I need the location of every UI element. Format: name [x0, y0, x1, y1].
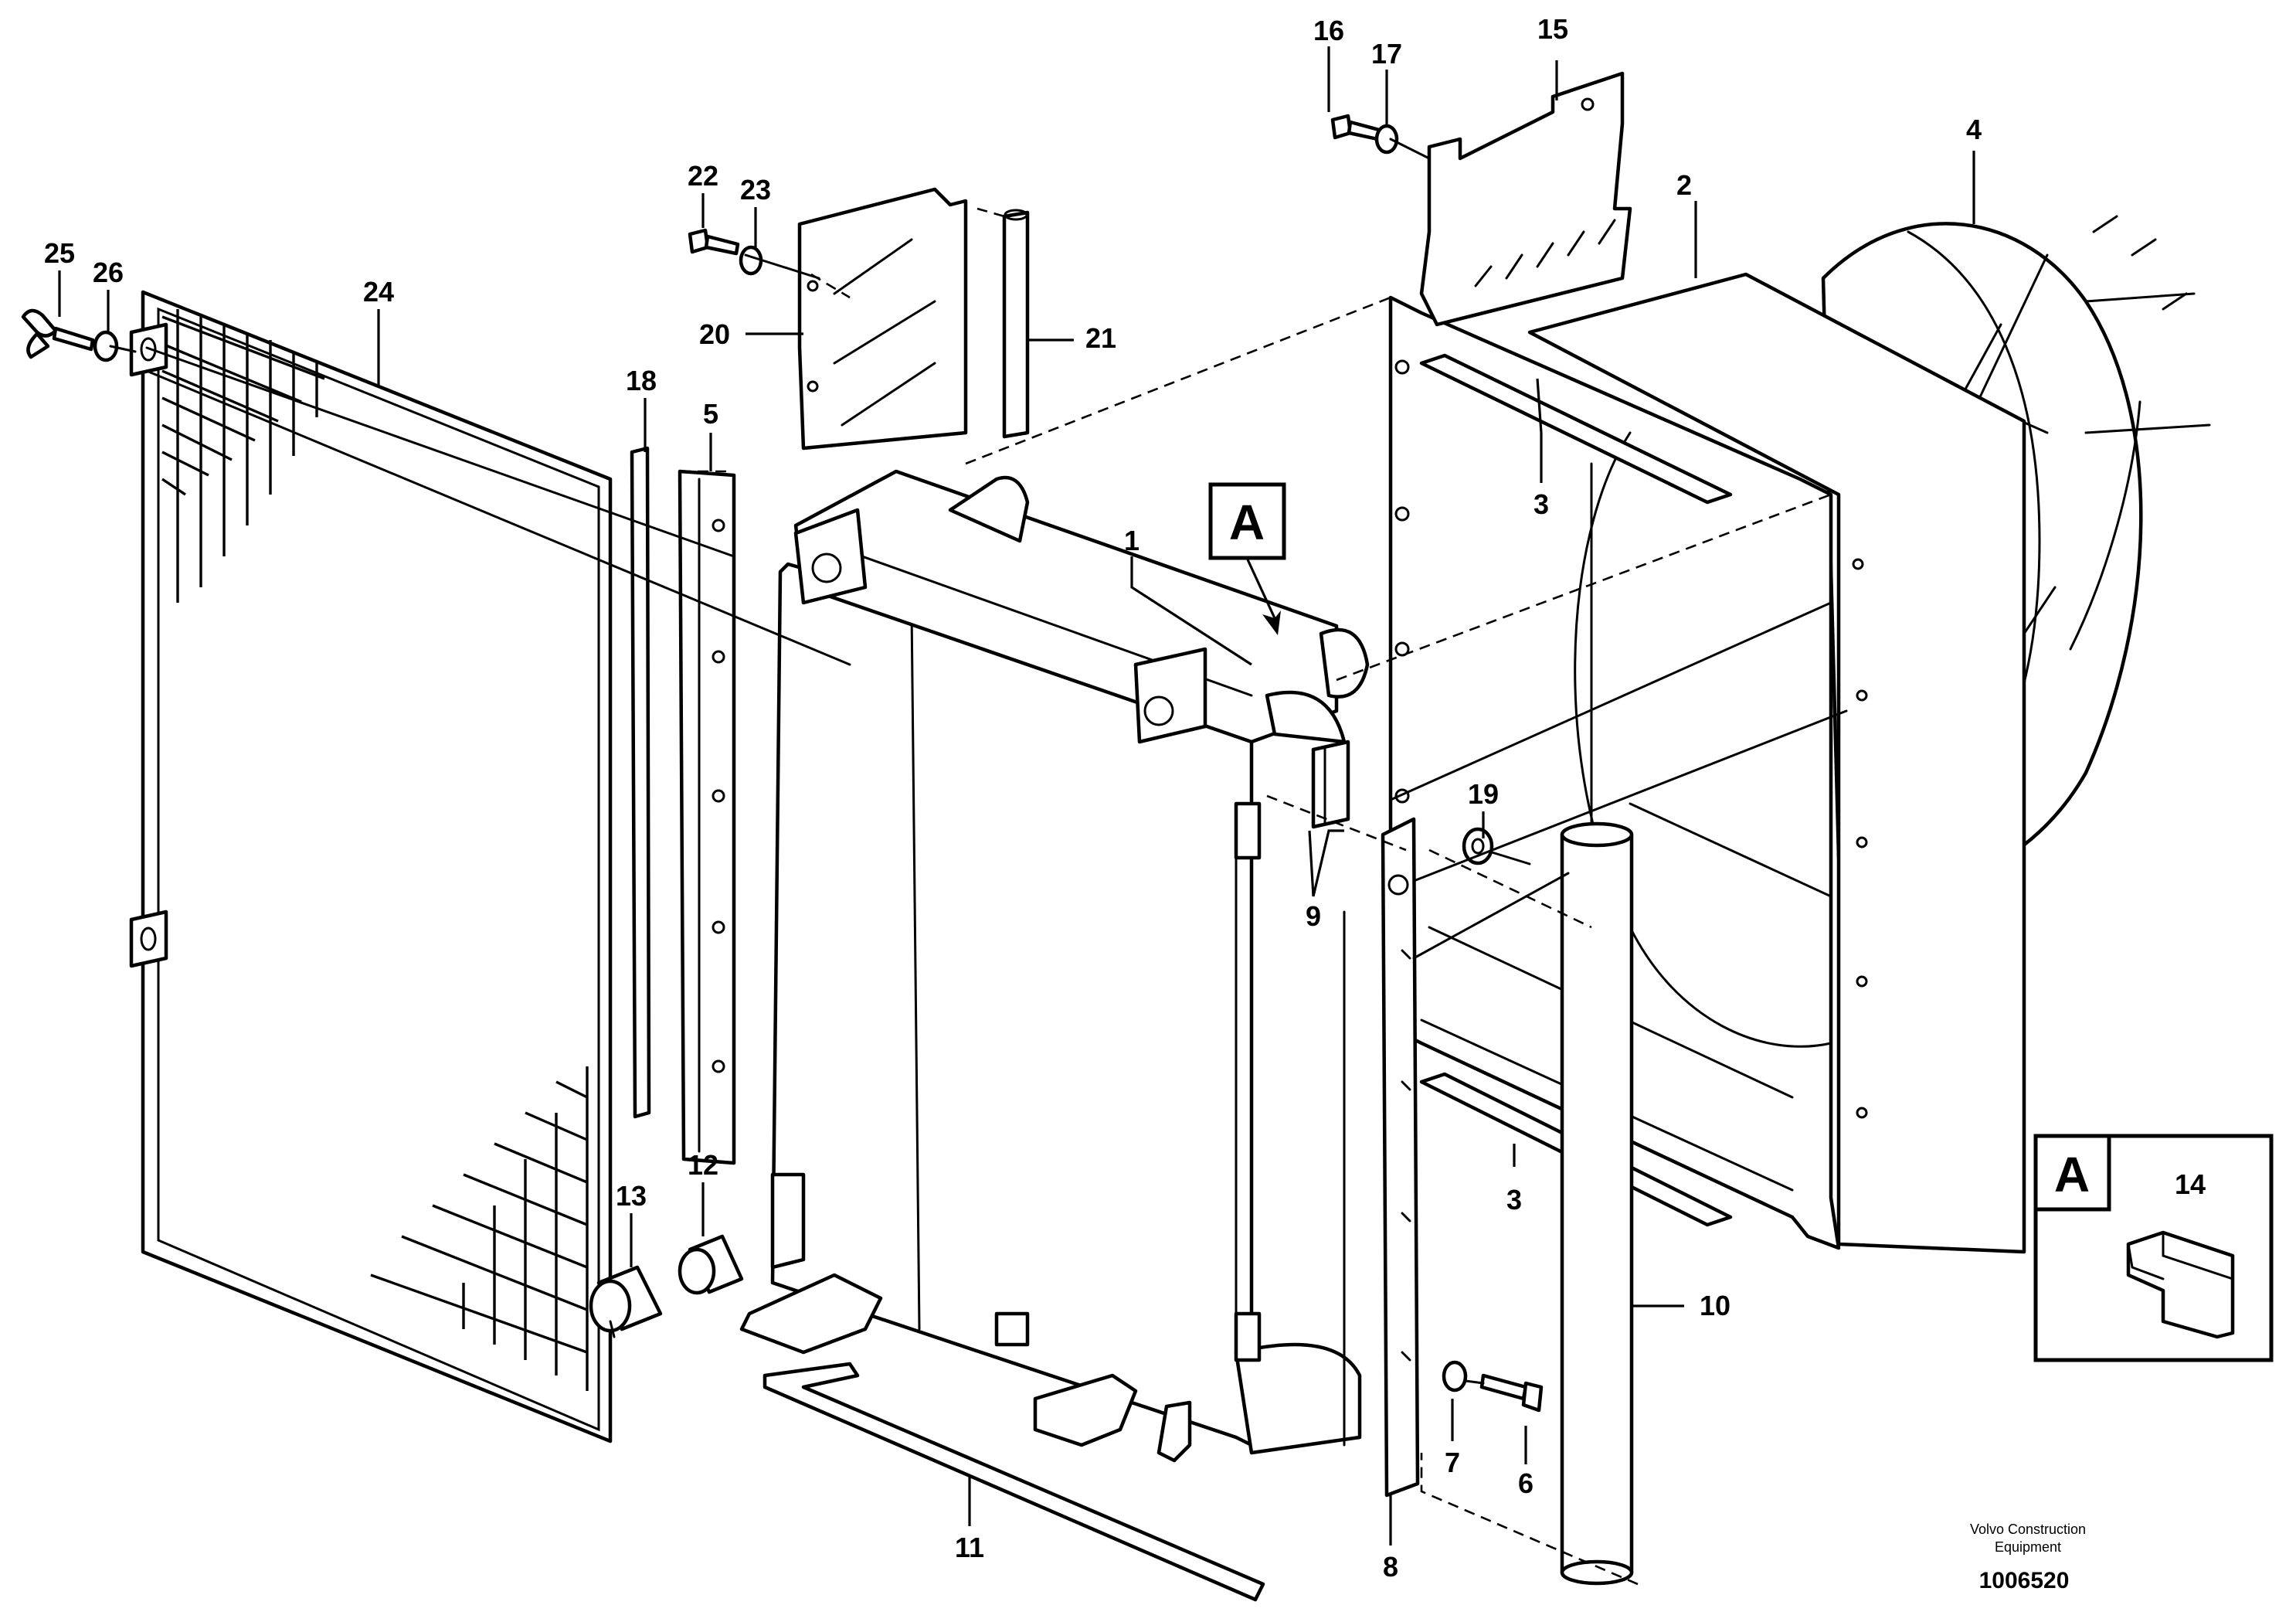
washer-23	[739, 245, 763, 276]
spacer-19	[1462, 827, 1494, 865]
brand-line-1: Volvo Construction	[1970, 1522, 2086, 1537]
detail-marker-a: A	[1208, 482, 1286, 635]
strip-18	[630, 446, 651, 1119]
label-24: 24	[363, 276, 394, 308]
label-23: 23	[740, 174, 771, 206]
label-10: 10	[1700, 1290, 1730, 1321]
label-22: 22	[688, 160, 718, 192]
label-8: 8	[1383, 1551, 1398, 1583]
label-7: 7	[1445, 1447, 1460, 1478]
label-21: 21	[1085, 322, 1116, 354]
label-6: 6	[1518, 1467, 1533, 1499]
support-tube	[1560, 821, 1634, 1586]
washer-26	[93, 330, 119, 362]
label-26: 26	[93, 257, 124, 288]
label-5: 5	[703, 398, 718, 430]
top-cover-plate	[1419, 71, 1632, 327]
radiator	[739, 469, 1370, 1463]
side-panel-20	[797, 187, 968, 451]
part-labels: 1 2 3 3 4 5 6 7 8 9 10 11 12 13 14 15 16…	[44, 13, 2206, 1583]
bracket-5	[678, 469, 736, 1165]
detail-marker-a-letter: A	[1229, 495, 1265, 550]
label-2: 2	[1676, 169, 1692, 201]
label-16: 16	[1313, 15, 1344, 46]
label-25: 25	[44, 237, 75, 269]
side-panel-21	[1002, 209, 1030, 439]
label-11: 11	[955, 1532, 984, 1563]
bracket-8	[1343, 817, 1420, 1498]
bolt-6	[1479, 1373, 1544, 1413]
leader-lines	[58, 46, 2202, 1545]
washer-17	[1374, 124, 1399, 155]
label-3-lower: 3	[1506, 1184, 1522, 1216]
label-19: 19	[1468, 778, 1499, 810]
bolt-22	[688, 228, 740, 256]
label-13: 13	[616, 1180, 647, 1212]
label-14: 14	[2175, 1168, 2206, 1200]
cap-13	[589, 1265, 663, 1338]
label-9: 9	[1306, 900, 1321, 932]
bottom-seal	[763, 1362, 1265, 1602]
label-20: 20	[699, 318, 730, 350]
detail-inset: A	[2033, 1134, 2274, 1362]
wing-bolt-25	[21, 308, 95, 359]
footer: Volvo Construction Equipment 1006520	[1970, 1522, 2086, 1593]
drawing-number: 1006520	[1979, 1568, 2070, 1593]
label-17: 17	[1371, 38, 1402, 70]
clip-14	[2126, 1230, 2235, 1339]
brand-line-2: Equipment	[1995, 1539, 2061, 1555]
label-1: 1	[1124, 525, 1140, 556]
fan-shroud	[1388, 272, 2026, 1254]
detail-inset-letter: A	[2054, 1147, 2090, 1202]
label-12: 12	[688, 1149, 718, 1181]
label-3-upper: 3	[1533, 488, 1549, 520]
washer-7	[1442, 1360, 1468, 1392]
label-15: 15	[1537, 13, 1568, 45]
label-4: 4	[1966, 114, 1982, 145]
label-18: 18	[626, 365, 657, 396]
screen-grille	[129, 290, 613, 1443]
bolt-16	[1330, 114, 1381, 141]
seal-strip-upper	[1419, 353, 1733, 505]
rubber-block	[1311, 740, 1350, 829]
cap-12	[678, 1234, 744, 1295]
